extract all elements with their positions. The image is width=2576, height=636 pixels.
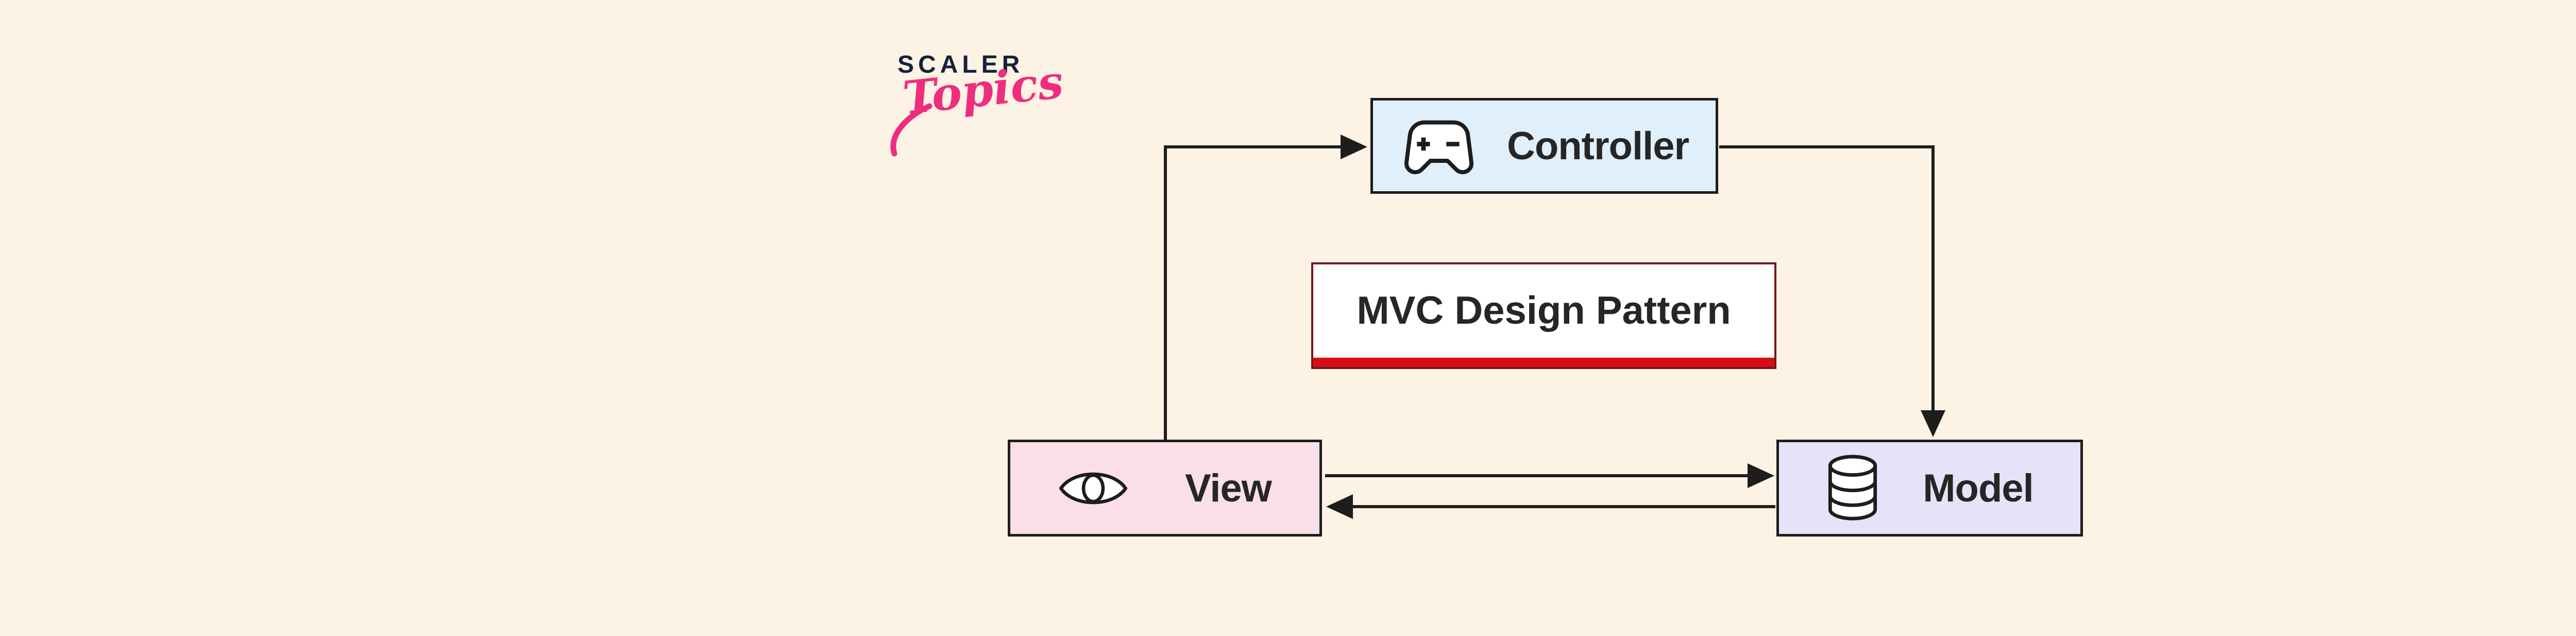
title-box: MVC Design Pattern xyxy=(1311,262,1776,369)
database-icon xyxy=(1828,455,1877,521)
title-underline xyxy=(1313,358,1774,367)
node-controller-label: Controller xyxy=(1506,124,1689,168)
gamepad-icon xyxy=(1404,120,1473,174)
node-controller: Controller xyxy=(1370,98,1718,194)
node-model: Model xyxy=(1776,440,2083,537)
logo-brand-text: SCALER xyxy=(897,51,1024,78)
edge-model-to-view xyxy=(1326,494,1775,519)
node-view: View xyxy=(1008,440,1322,537)
scaler-topics-logo: SCALER Topics xyxy=(871,41,1087,165)
node-view-label: View xyxy=(1185,466,1272,510)
eye-icon xyxy=(1059,472,1128,504)
edge-view-to-model xyxy=(1325,463,1774,488)
edge-controller-to-model xyxy=(1719,145,1945,437)
logo-swash-stroke xyxy=(890,103,933,157)
edge-view-to-controller xyxy=(1164,135,1367,440)
node-model-label: Model xyxy=(1923,466,2034,510)
diagram-title: MVC Design Pattern xyxy=(1357,289,1731,332)
